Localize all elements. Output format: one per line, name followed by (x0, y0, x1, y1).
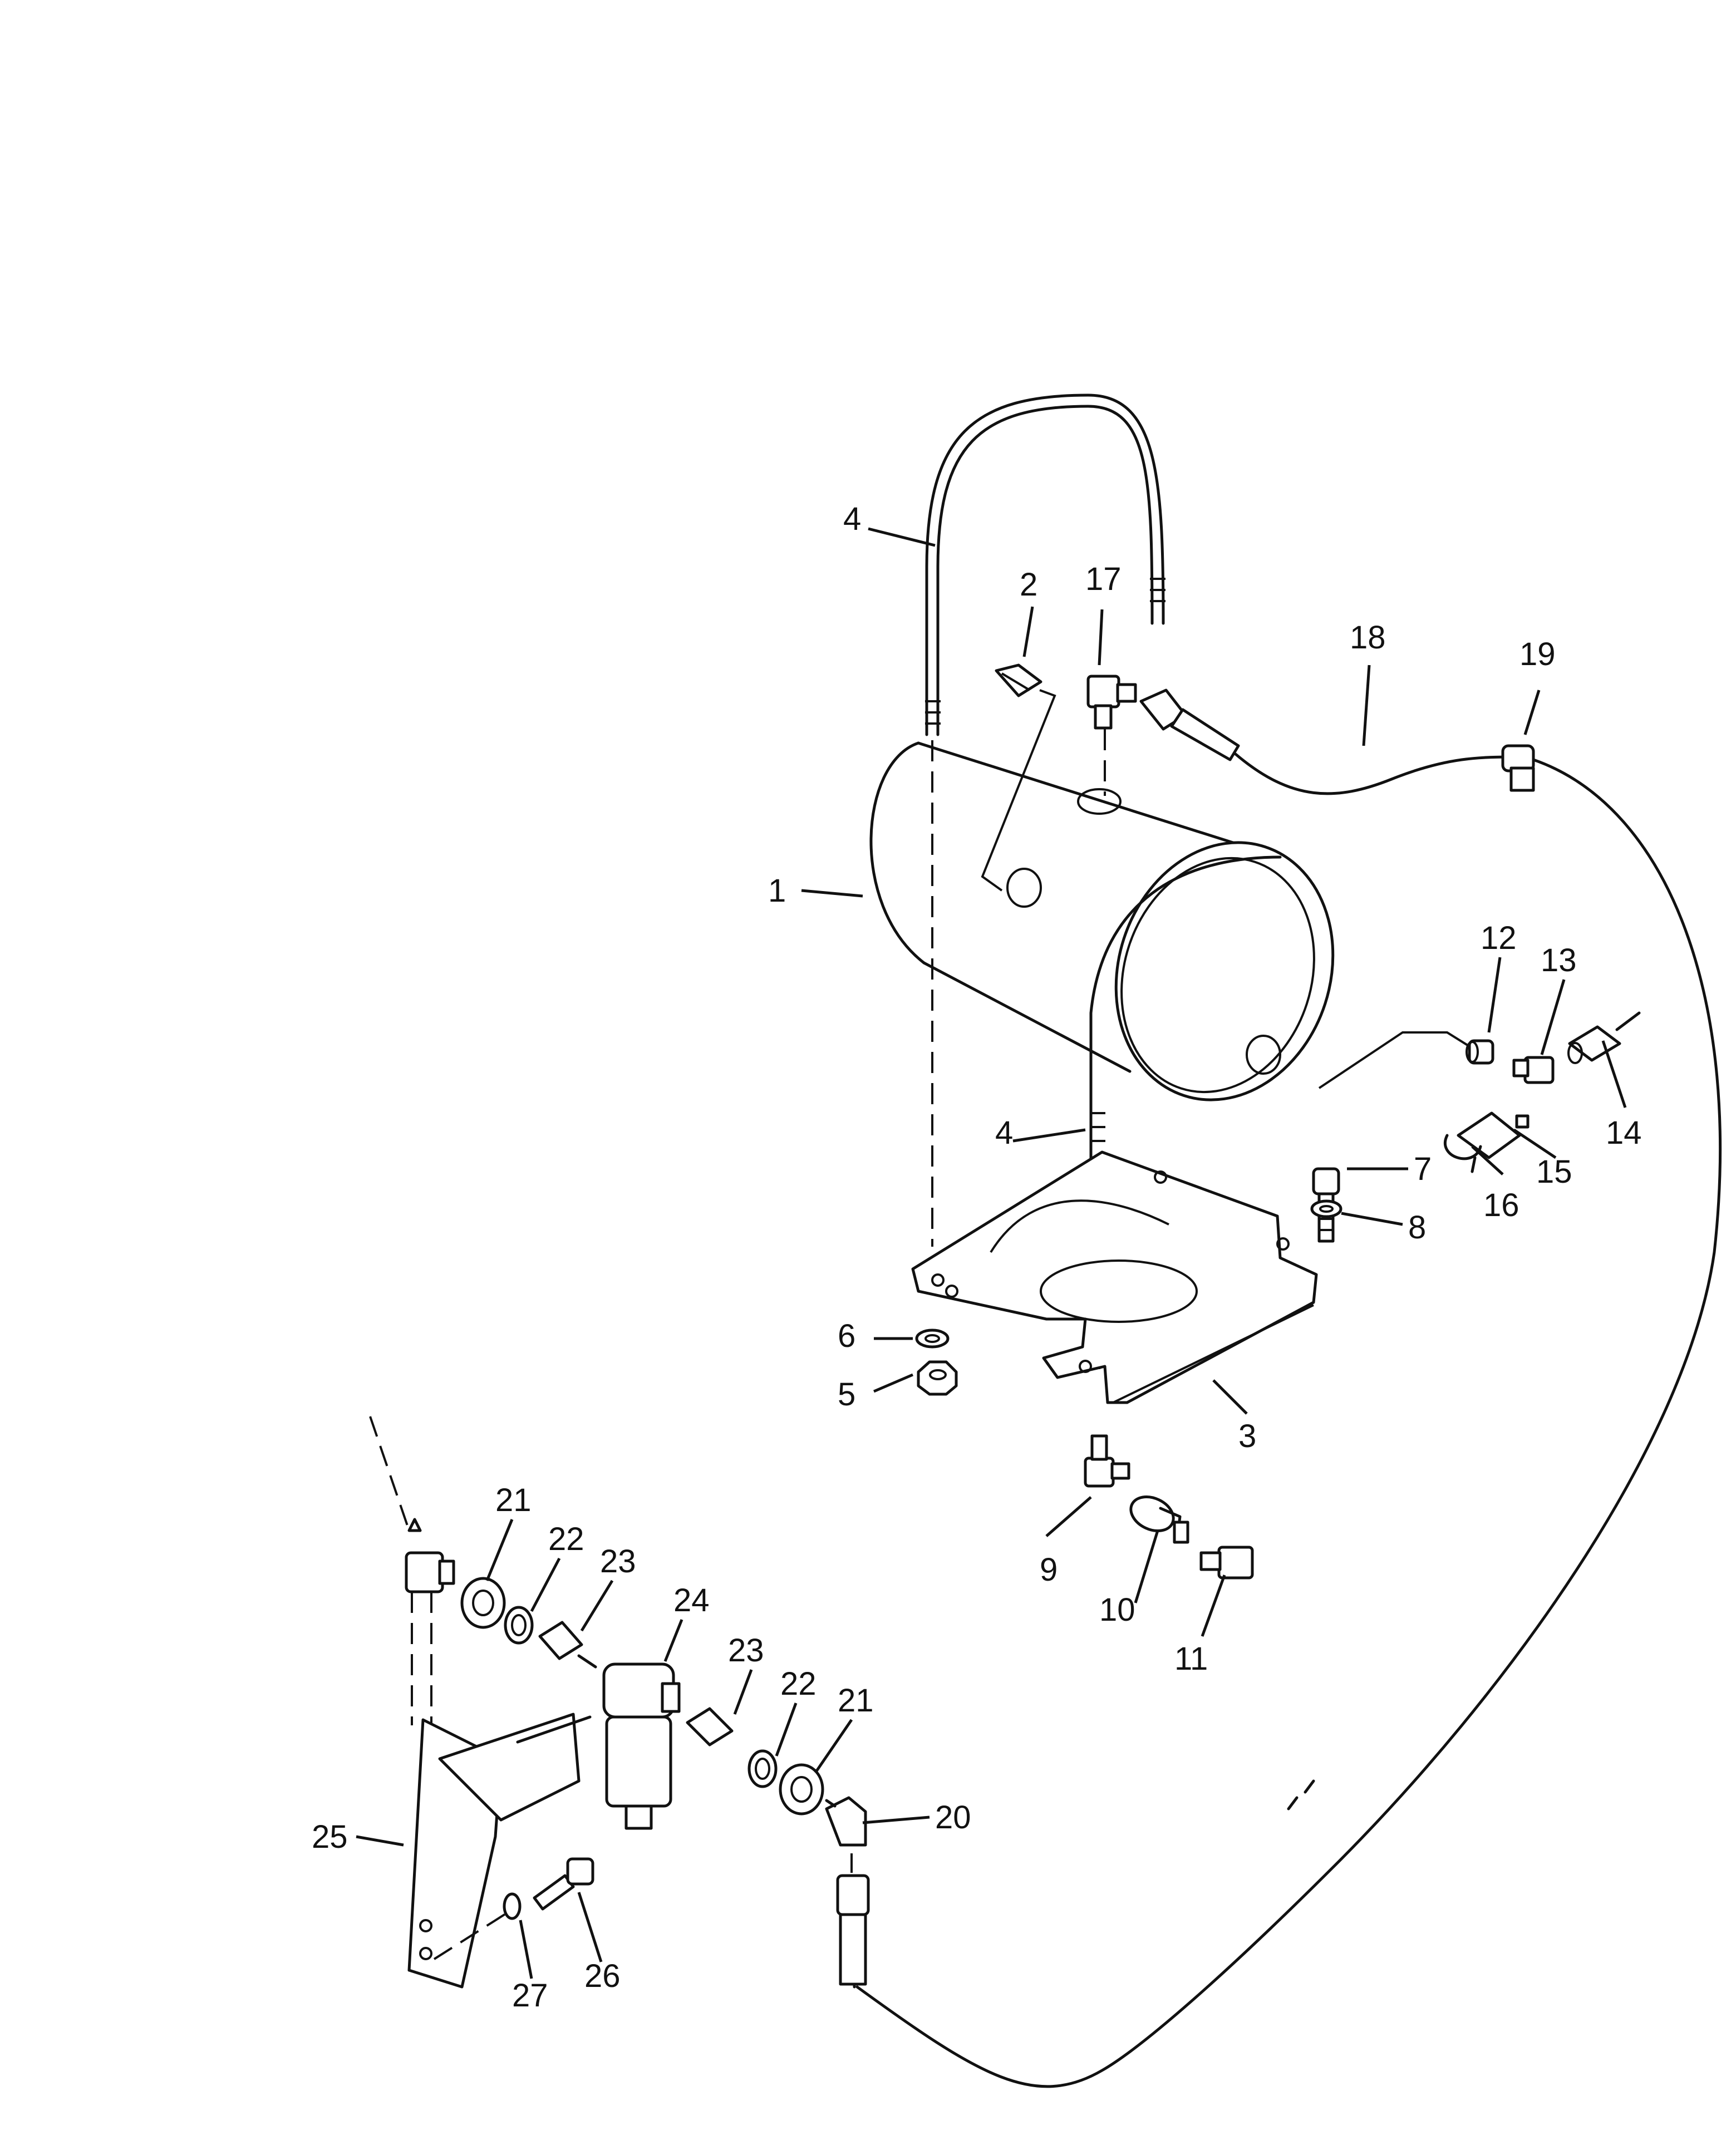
clamp-19 (1501, 744, 1535, 792)
callout-7: 7 (1414, 1151, 1432, 1187)
callout-6: 6 (838, 1318, 855, 1354)
callout-2: 2 (1020, 567, 1037, 603)
callout-1: 1 (768, 873, 786, 909)
hose-end-18 (1139, 688, 1240, 761)
adapter-23 (538, 1621, 597, 1669)
callout-24: 24 (673, 1582, 710, 1618)
callout-18: 18 (1350, 619, 1386, 656)
callout-27: 27 (512, 1977, 548, 2014)
callout-labels: 1 2 3 4 4 5 6 7 8 9 10 11 12 13 14 15 16… (312, 501, 1642, 2014)
callout-4-lower: 4 (995, 1115, 1013, 1151)
leader-lines (356, 527, 1627, 1979)
connector-2 (995, 663, 1042, 697)
adapter-23b (686, 1707, 734, 1746)
callout-21-left: 21 (495, 1482, 532, 1518)
callout-21-right: 21 (838, 1682, 874, 1719)
callout-15: 15 (1536, 1154, 1572, 1190)
callout-16: 16 (1483, 1187, 1519, 1223)
callout-5: 5 (838, 1376, 855, 1413)
callout-17: 17 (1085, 561, 1122, 597)
tee-17 (1086, 675, 1137, 730)
washer-27 (503, 1892, 522, 1920)
drain-cock-10 (1129, 1495, 1189, 1544)
callout-23-left: 23 (600, 1543, 636, 1580)
adapter-12 (1465, 1039, 1494, 1065)
callout-13: 13 (1541, 942, 1577, 978)
callout-12: 12 (1481, 920, 1517, 956)
callout-8: 8 (1408, 1209, 1426, 1246)
callout-19: 19 (1519, 636, 1556, 672)
flat-washer-8 (1310, 1199, 1342, 1218)
nut-5 (917, 1360, 958, 1396)
tank-strap-lower (1089, 855, 1282, 1165)
tank-bracket (911, 1150, 1318, 1404)
callout-22-left: 22 (548, 1521, 584, 1557)
callout-14: 14 (1606, 1115, 1642, 1151)
sensor-15 (1457, 1111, 1530, 1159)
air-tank (869, 741, 1335, 1101)
elbow-9 (1084, 1434, 1130, 1488)
nut-21b (779, 1763, 824, 1816)
callout-10: 10 (1099, 1592, 1135, 1628)
nut-21 (460, 1577, 506, 1629)
callout-3: 3 (1238, 1418, 1256, 1454)
callout-9: 9 (1040, 1552, 1058, 1588)
elbow-top-left (405, 1551, 455, 1593)
hose-fitting (836, 1874, 870, 1986)
washer-22 (504, 1606, 534, 1645)
switch-14 (1567, 1011, 1641, 1064)
callout-25: 25 (312, 1819, 348, 1855)
callout-20: 20 (935, 1799, 971, 1836)
callout-22-right: 22 (780, 1666, 817, 1702)
elbow-20 (825, 1796, 867, 1847)
filter-24 (602, 1662, 681, 1830)
bolt-26 (533, 1857, 594, 1911)
callout-4-upper: 4 (843, 501, 861, 537)
plug-11 (1199, 1546, 1254, 1580)
callout-11: 11 (1174, 1641, 1208, 1677)
bracket-25 (407, 1713, 592, 1989)
tank-strap-upper (925, 393, 1165, 736)
connector-13 (1512, 1056, 1555, 1084)
callout-26: 26 (584, 1958, 621, 1994)
washer-22b (747, 1749, 778, 1788)
washer-6 (915, 1329, 950, 1349)
callout-23-right: 23 (728, 1632, 764, 1669)
